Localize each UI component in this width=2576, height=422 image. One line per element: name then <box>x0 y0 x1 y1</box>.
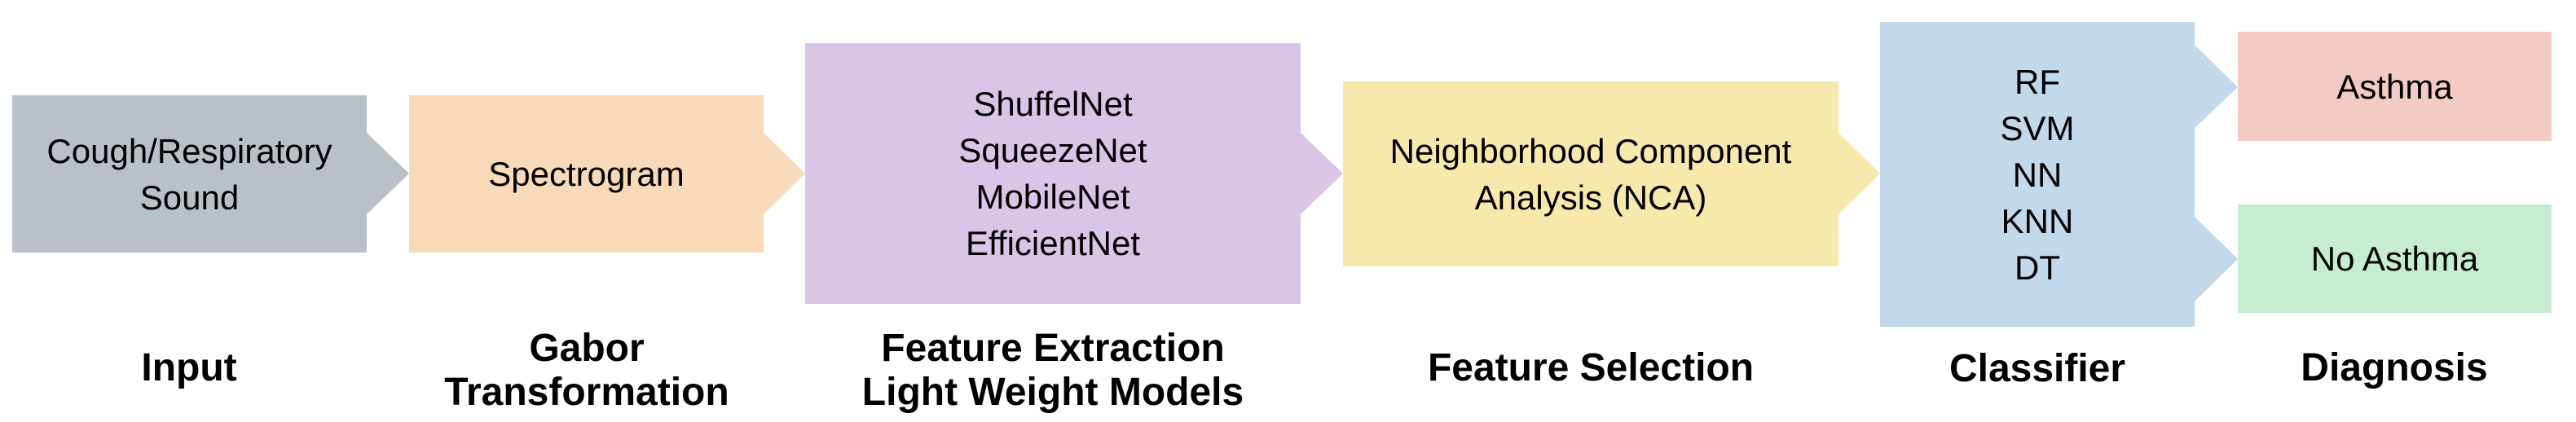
label-feature-selection: Feature Selection <box>1427 346 1755 389</box>
feature-extraction-stage-text: ShuffelNet SqueezeNet MobileNet Efficien… <box>805 43 1301 304</box>
spectrogram-stage-text: Spectrogram <box>409 95 764 253</box>
stage-text-line: No Asthma <box>2310 240 2479 278</box>
stage-text-line: SVM <box>2000 108 2075 147</box>
stage-text-line: EfficientNet <box>966 224 1140 262</box>
stage-text-line: RF <box>2015 62 2060 101</box>
label-line: Transformation <box>444 371 729 414</box>
label-diagnosis: Diagnosis <box>2301 346 2488 389</box>
stage-text-line: Analysis (NCA) <box>1474 178 1707 217</box>
label-line: Feature Extraction <box>881 327 1225 370</box>
label-line: Light Weight Models <box>861 371 1244 414</box>
asthma-outcome-text: Asthma <box>2238 32 2552 141</box>
stage-text-line: SqueezeNet <box>958 131 1147 169</box>
no-asthma-outcome-text: No Asthma <box>2238 204 2552 313</box>
stage-text-line: Neighborhood Component <box>1389 131 1792 170</box>
stage-text-line: Asthma <box>2336 67 2453 106</box>
stage-text-line: Sound <box>139 178 240 217</box>
stage-text-line: NN <box>2012 155 2063 194</box>
classifier-stage-arrow: RF SVM NN KNN DT <box>1880 22 2238 327</box>
no-asthma-outcome-box: No Asthma <box>2238 204 2552 313</box>
label-input: Input <box>141 346 237 389</box>
feature-selection-stage-text: Neighborhood Component Analysis (NCA) <box>1343 81 1838 266</box>
stage-text-line: Spectrogram <box>488 155 685 193</box>
label-classifier: Classifier <box>1949 347 2126 390</box>
label-feature-extraction: Feature Extraction Light Weight Models <box>862 327 1244 415</box>
stage-text-line: DT <box>2015 248 2060 287</box>
label-gabor-transformation: Gabor Transformation <box>444 327 729 415</box>
label-line: Gabor <box>529 327 645 370</box>
stage-text-line: MobileNet <box>975 178 1130 216</box>
stage-text-line: ShuffelNet <box>973 85 1133 123</box>
stage-text-line: Cough/Respiratory <box>46 131 332 170</box>
input-stage-text: Cough/Respiratory Sound <box>12 95 367 253</box>
input-stage-arrow: Cough/Respiratory Sound <box>12 95 409 253</box>
classifier-stage-text: RF SVM NN KNN DT <box>1880 22 2195 327</box>
feature-extraction-stage-arrow: ShuffelNet SqueezeNet MobileNet Efficien… <box>805 43 1343 304</box>
stage-text-line: KNN <box>2001 201 2074 240</box>
feature-selection-stage-arrow: Neighborhood Component Analysis (NCA) <box>1343 81 1880 266</box>
spectrogram-stage-arrow: Spectrogram <box>409 95 805 253</box>
asthma-outcome-box: Asthma <box>2238 32 2552 141</box>
